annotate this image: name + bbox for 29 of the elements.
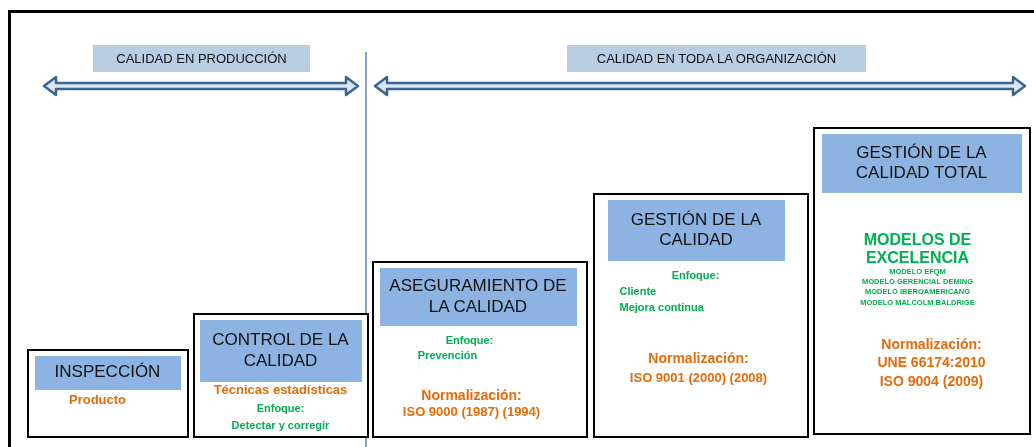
stage-text: Normalización: bbox=[647, 349, 750, 366]
stage-text: Técnicas estadísticas bbox=[212, 382, 349, 398]
stage-text: Enfoque: bbox=[255, 401, 306, 415]
stage-box bbox=[593, 193, 809, 438]
stage-box bbox=[27, 349, 189, 438]
stage-text: Mejora continua bbox=[619, 300, 704, 314]
stage-box bbox=[813, 127, 1031, 435]
stage-text: ISO 9001 (2000) (2008) bbox=[628, 370, 769, 386]
stage-heading: GESTIÓN DE LA CALIDAD TOTAL bbox=[821, 133, 1022, 193]
stage-box bbox=[193, 313, 369, 438]
heading-band: CALIDAD EN PRODUCCIÓN bbox=[93, 45, 310, 72]
stage-text: UNE 66174:2010 bbox=[876, 353, 987, 370]
stage-text: Producto bbox=[67, 392, 128, 408]
stage-heading: CONTROL DE LA CALIDAD bbox=[199, 319, 362, 382]
stage-box bbox=[372, 261, 588, 438]
stage-heading: ASEGURAMIENTO DE LA CALIDAD bbox=[379, 267, 577, 326]
stage-text: Detectar y corregir bbox=[230, 418, 331, 432]
stage-text: MODELOS DE EXCELENCIA bbox=[862, 230, 973, 268]
stage-text: Enfoque: bbox=[670, 268, 721, 282]
stage-text: Cliente bbox=[619, 284, 657, 298]
stage-text: Prevención bbox=[416, 348, 479, 362]
stage-text: Enfoque: bbox=[444, 333, 495, 347]
stage-heading: GESTIÓN DE LA CALIDAD bbox=[607, 199, 785, 261]
stage-text: Normalización: bbox=[420, 386, 523, 403]
stage-text: Normalización: bbox=[880, 335, 983, 352]
stage-text: ISO 9000 (1987) (1994) bbox=[401, 404, 542, 420]
stage-text: ISO 9004 (2009) bbox=[878, 372, 985, 389]
heading-band: CALIDAD EN TODA LA ORGANIZACIÓN bbox=[567, 45, 866, 72]
stage-heading: INSPECCIÓN bbox=[34, 355, 181, 390]
